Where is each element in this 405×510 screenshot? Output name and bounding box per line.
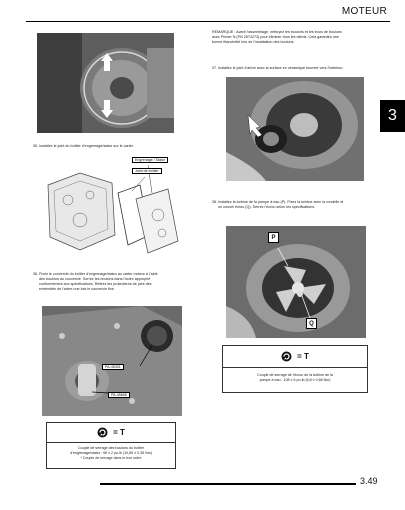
header-rule [26, 21, 390, 22]
torque-wrench-icon [281, 351, 292, 362]
photo-cover-install-art [42, 306, 182, 416]
torque-wrench-icon [97, 427, 108, 438]
photo-shaft-seal-art [226, 77, 364, 181]
torque-spec-line: Couple de serrage de l’écrou de la turbi… [257, 373, 333, 377]
torque-symbol-text: = T [297, 352, 309, 361]
chapter-tab: 3 [380, 100, 405, 132]
photo-shaft-seal [226, 77, 364, 181]
torque-symbol-text: = T [113, 428, 125, 437]
remark-line: REMARQUE : Avant l’assemblage, nettoyez … [212, 30, 342, 34]
torque-box-cover-bolts: = T Couple de serrage des boulons du boî… [46, 422, 176, 469]
torque-spec-line: pompe à eau : 108 ± 6 po-lb (6,8 ± 0,68 … [259, 378, 331, 383]
label-gasket: Joint de boîtier [132, 168, 162, 175]
step-38-line: un nouvel écrou (Q). Serrez l’écrou selo… [218, 205, 316, 209]
remark-text: REMARQUE : Avant l’assemblage, nettoyez … [212, 30, 380, 45]
footer-rule [100, 483, 356, 485]
callout-q: Q [306, 318, 317, 329]
torque-header: = T [47, 423, 175, 443]
torque-spec-text: Couple de serrage des boulons du boîtier… [47, 446, 175, 462]
torque-spec-text: Couple de serrage de l’écrou de la turbi… [223, 373, 367, 383]
torque-box-impeller-nut: = T Couple de serrage de l’écrou de la t… [222, 345, 368, 393]
photo-case-top [37, 33, 174, 133]
step-38-line: 38. Installez la turbine de la pompe à e… [212, 200, 344, 204]
remark-line: bonne étanchéité lors de l’installation … [212, 40, 295, 44]
photo-water-pump-impeller: P Q [226, 226, 366, 338]
torque-spec-line: Couple de serrage des boulons du boîtier [78, 446, 144, 450]
step-36-line: extrémités de l’arbre une fois le couver… [39, 287, 115, 291]
step-35-text: 35. Installez le joint du boîtier d’engr… [33, 144, 134, 148]
diagram-gear-stator-art [40, 155, 185, 260]
torque-header: = T [223, 346, 367, 368]
diagram-gear-stator: Engrenage / Stator Joint de boîtier [40, 155, 185, 260]
photo-impeller-art [226, 226, 366, 338]
step-38-text: 38. Installez la turbine de la pompe à e… [212, 200, 382, 210]
step-36-line: des boulons du couvercle. Serrez les bou… [39, 277, 151, 281]
step-36-text: 36. Fixez le couvercle du boîtier d’engr… [33, 272, 213, 292]
label-tool-pa45658: PA-45658 [108, 392, 130, 399]
callout-p: P [268, 232, 279, 243]
label-gear-stator: Engrenage / Stator [132, 157, 169, 164]
page-number: 3.49 [360, 476, 378, 486]
photo-case-top-art [37, 33, 174, 133]
torque-spec-line: * Couple de serrage dans le bon ordre [80, 456, 142, 461]
torque-spec-line: d’engrenage/stator : 96 ± 2 po-lb (10,85… [70, 451, 152, 456]
section-title: MOTEUR [341, 6, 387, 17]
step-37-text: 37. Installez le joint d’arbre avec la s… [212, 66, 344, 70]
photo-cover-install: PA-45401 PA-45658 [42, 306, 182, 416]
remark-line: avec Primer N (PN 2874273) pour éliminer… [212, 35, 339, 39]
step-36-line: conformément aux spécifications. Retirez… [39, 282, 152, 286]
step-36-line: 36. Fixez le couvercle du boîtier d’engr… [33, 272, 158, 276]
label-tool-pa45401: PA-45401 [102, 364, 124, 371]
